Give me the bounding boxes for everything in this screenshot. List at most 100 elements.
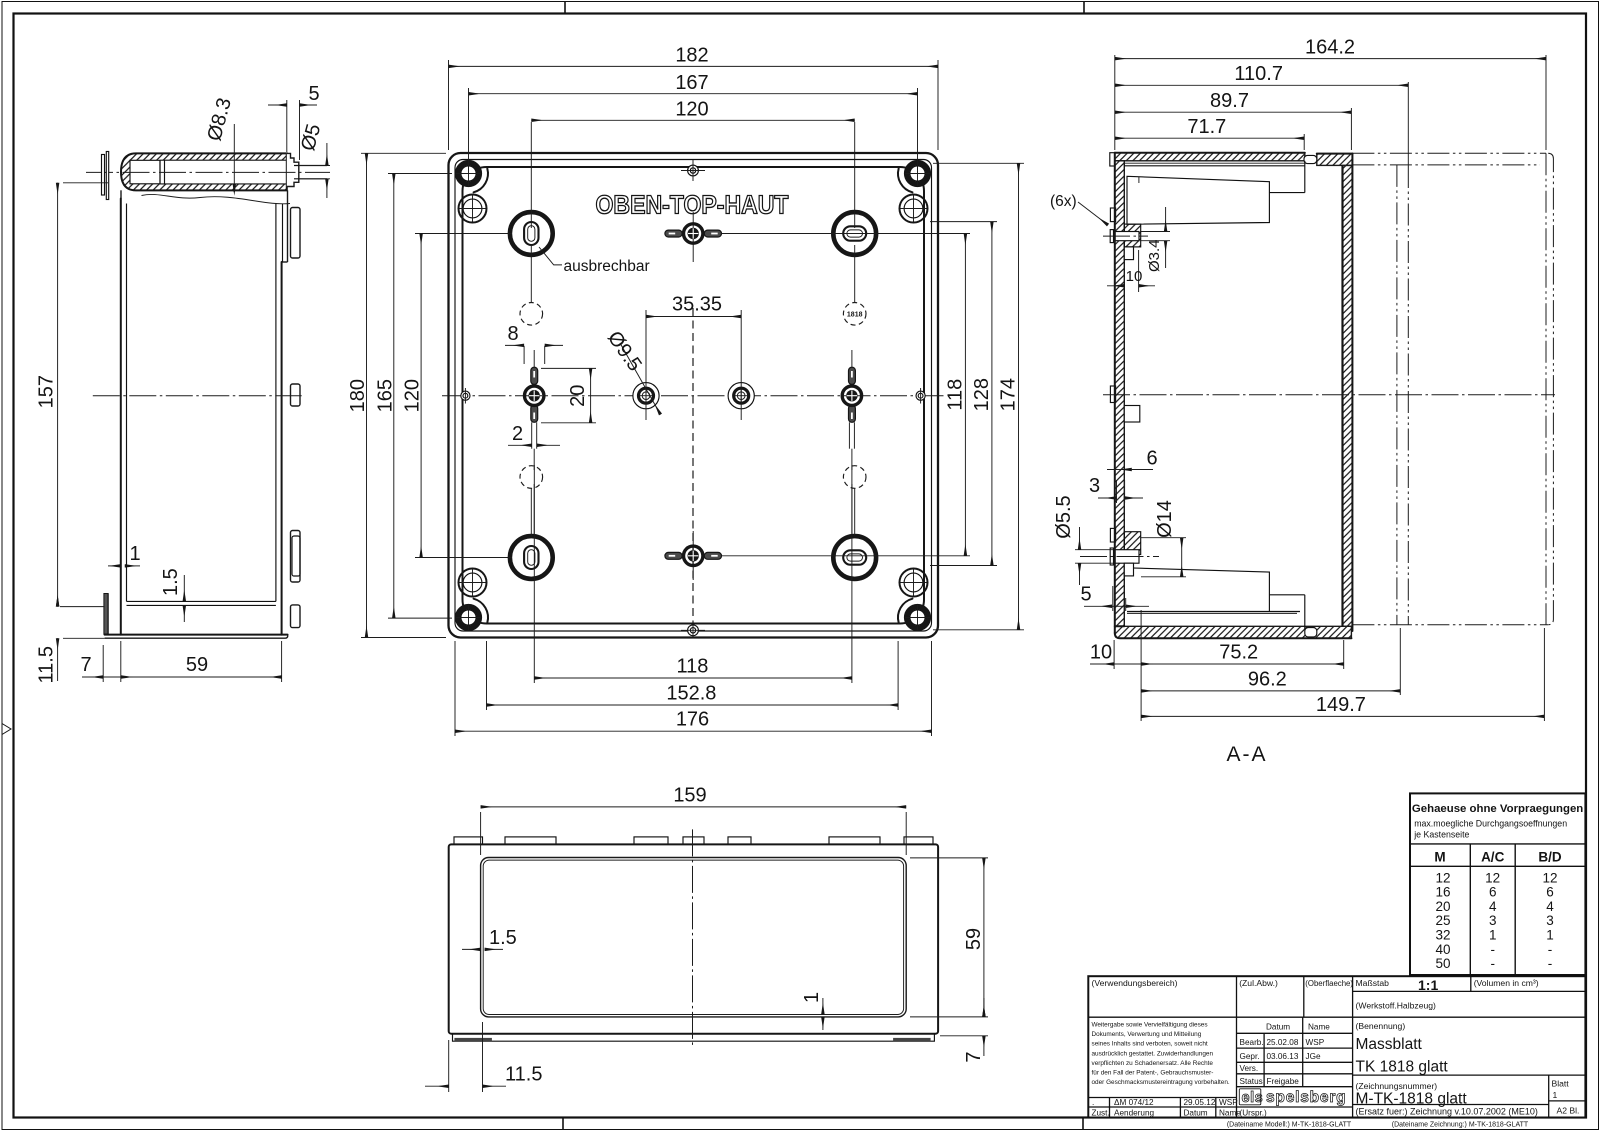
- svg-text:Name: Name: [1308, 1022, 1330, 1031]
- svg-text:12: 12: [1542, 870, 1557, 885]
- svg-text:174: 174: [998, 378, 1020, 411]
- svg-text:165: 165: [374, 379, 396, 412]
- svg-text:35.35: 35.35: [672, 294, 722, 316]
- svg-text:59: 59: [186, 654, 208, 676]
- svg-text:20: 20: [1435, 899, 1450, 914]
- svg-text:seines Inhalts sind verboten,: seines Inhalts sind verboten, soweit nic…: [1092, 1041, 1208, 1048]
- svg-text:(Zul.Abw.): (Zul.Abw.): [1239, 978, 1278, 988]
- svg-text:110.7: 110.7: [1234, 63, 1283, 85]
- svg-text:176: 176: [676, 709, 709, 731]
- svg-text:1: 1: [1553, 1090, 1558, 1100]
- svg-text:Vers.: Vers.: [1240, 1064, 1259, 1073]
- svg-text:6: 6: [1546, 885, 1554, 900]
- svg-text:3: 3: [1489, 913, 1497, 928]
- svg-text:(Benennung): (Benennung): [1356, 1021, 1406, 1031]
- svg-text:8: 8: [507, 323, 518, 345]
- svg-text:128: 128: [971, 378, 993, 411]
- svg-text:ausbrechbar: ausbrechbar: [564, 258, 650, 275]
- svg-text:M-TK-1818 glatt: M-TK-1818 glatt: [1356, 1091, 1468, 1108]
- svg-text:5: 5: [308, 83, 319, 105]
- svg-text:7: 7: [963, 1051, 985, 1062]
- svg-text:159: 159: [673, 784, 706, 806]
- svg-text:03.06.13: 03.06.13: [1267, 1052, 1299, 1061]
- svg-text:Datum: Datum: [1266, 1022, 1290, 1031]
- svg-text:(6x): (6x): [1050, 193, 1077, 210]
- svg-text:Ø5.5: Ø5.5: [1053, 495, 1075, 538]
- svg-text:Freigabe: Freigabe: [1267, 1077, 1300, 1086]
- svg-text:JGe: JGe: [1306, 1052, 1321, 1061]
- svg-text:(Dateiname Zeichnung:) M-TK-18: (Dateiname Zeichnung:) M-TK-1818-GLATT: [1392, 1122, 1529, 1129]
- svg-text:Aenderung: Aenderung: [1114, 1108, 1155, 1117]
- svg-text:10: 10: [1090, 642, 1112, 664]
- svg-text:4: 4: [1546, 899, 1554, 914]
- svg-text:180: 180: [347, 379, 369, 412]
- svg-text:7: 7: [80, 654, 91, 676]
- svg-text:(Ersatz fuer:) Zeichnung v.10: (Ersatz fuer:) Zeichnung v.10.07.2002 (M…: [1356, 1107, 1538, 1117]
- svg-text:157: 157: [36, 375, 58, 408]
- svg-text:Gepr.: Gepr.: [1240, 1052, 1260, 1061]
- svg-text:59: 59: [963, 928, 985, 950]
- svg-text:.: .: [1092, 1098, 1094, 1107]
- svg-text:118: 118: [944, 379, 966, 411]
- svg-text:164.2: 164.2: [1305, 37, 1355, 59]
- svg-text:89.7: 89.7: [1210, 90, 1249, 112]
- svg-text:für den Fall der Patent-, Gebr: für den Fall der Patent-, Gebrauchsmuste…: [1092, 1070, 1214, 1077]
- svg-text:32: 32: [1435, 928, 1450, 943]
- svg-text:118: 118: [677, 656, 709, 678]
- svg-text:WSP: WSP: [1219, 1098, 1238, 1107]
- svg-text:152.8: 152.8: [666, 683, 716, 705]
- svg-text:A/C: A/C: [1481, 849, 1505, 864]
- svg-text:verpflichten zu Schadenersatz.: verpflichten zu Schadenersatz. Alle Rech…: [1092, 1060, 1214, 1067]
- svg-text:(Volumen in cm³): (Volumen in cm³): [1474, 978, 1539, 988]
- svg-text:71.7: 71.7: [1187, 116, 1226, 138]
- svg-text:(Werkstoff.Halbzeug): (Werkstoff.Halbzeug): [1356, 1001, 1437, 1011]
- svg-text:20: 20: [567, 385, 589, 407]
- svg-text:(Dateiname Modell:) M-TK-1818-: (Dateiname Modell:) M-TK-1818-GLATT: [1227, 1122, 1352, 1129]
- svg-text:ausdrücklich gestattet. Zuwide: ausdrücklich gestattet. Zuwiderhandlunge…: [1092, 1050, 1214, 1057]
- svg-text:6: 6: [1489, 885, 1497, 900]
- svg-text:3: 3: [1089, 475, 1100, 497]
- svg-text:(Verwendungsbereich): (Verwendungsbereich): [1092, 978, 1178, 988]
- svg-text:167: 167: [675, 72, 708, 94]
- svg-text:Ø3.4: Ø3.4: [1146, 239, 1163, 272]
- svg-text:Status: Status: [1240, 1077, 1263, 1086]
- svg-text:1.5: 1.5: [160, 568, 182, 596]
- svg-text:(Urspr.): (Urspr.): [1240, 1108, 1268, 1117]
- svg-text:-: -: [1490, 942, 1495, 957]
- svg-text:-: -: [1490, 956, 1495, 971]
- svg-text:OBEN-TOP-HAUT: OBEN-TOP-HAUT: [596, 190, 789, 220]
- svg-text:25: 25: [1435, 913, 1450, 928]
- svg-text:Zust.: Zust.: [1092, 1108, 1110, 1117]
- svg-text:A-A: A-A: [1226, 743, 1267, 766]
- svg-text:Weitergabe sowie Vervielfältig: Weitergabe sowie Vervielfältigung dieses: [1092, 1022, 1208, 1029]
- svg-text:3: 3: [1546, 913, 1554, 928]
- svg-text:je Kastenseite: je Kastenseite: [1413, 829, 1469, 839]
- svg-text:50: 50: [1435, 956, 1450, 971]
- svg-text:4: 4: [1489, 899, 1497, 914]
- svg-text:B/D: B/D: [1538, 849, 1562, 864]
- svg-text:1: 1: [1546, 928, 1554, 943]
- svg-text:6: 6: [1146, 448, 1157, 470]
- svg-text:-: -: [1548, 956, 1553, 971]
- svg-text:149.7: 149.7: [1316, 694, 1366, 716]
- svg-text:40: 40: [1435, 942, 1450, 957]
- svg-text:1: 1: [801, 992, 823, 1003]
- svg-text:29.05.12: 29.05.12: [1184, 1098, 1216, 1107]
- svg-text:96.2: 96.2: [1248, 668, 1287, 690]
- svg-text:75.2: 75.2: [1219, 642, 1258, 664]
- svg-text:oder Geschmacksmustereintragun: oder Geschmacksmustereintragung vorbehal…: [1092, 1079, 1230, 1086]
- svg-text:(Zeichnungsnummer): (Zeichnungsnummer): [1356, 1081, 1438, 1091]
- svg-text:Name: Name: [1219, 1108, 1241, 1117]
- svg-text:Ø14: Ø14: [1154, 500, 1176, 538]
- svg-text:Gehaeuse ohne Vorpraegungen: Gehaeuse ohne Vorpraegungen: [1412, 803, 1583, 815]
- svg-text:ΔM 074/12: ΔM 074/12: [1114, 1098, 1154, 1107]
- svg-text:182: 182: [675, 45, 708, 67]
- svg-text:12: 12: [1485, 870, 1500, 885]
- svg-text:11.5: 11.5: [36, 646, 58, 683]
- svg-text:16: 16: [1435, 885, 1450, 900]
- svg-text:1.5: 1.5: [489, 927, 517, 949]
- svg-text:1: 1: [129, 543, 140, 565]
- svg-text:Bearb.: Bearb.: [1240, 1038, 1264, 1047]
- svg-text:A2 Bl.: A2 Bl.: [1557, 1106, 1580, 1116]
- svg-text:120: 120: [675, 99, 708, 121]
